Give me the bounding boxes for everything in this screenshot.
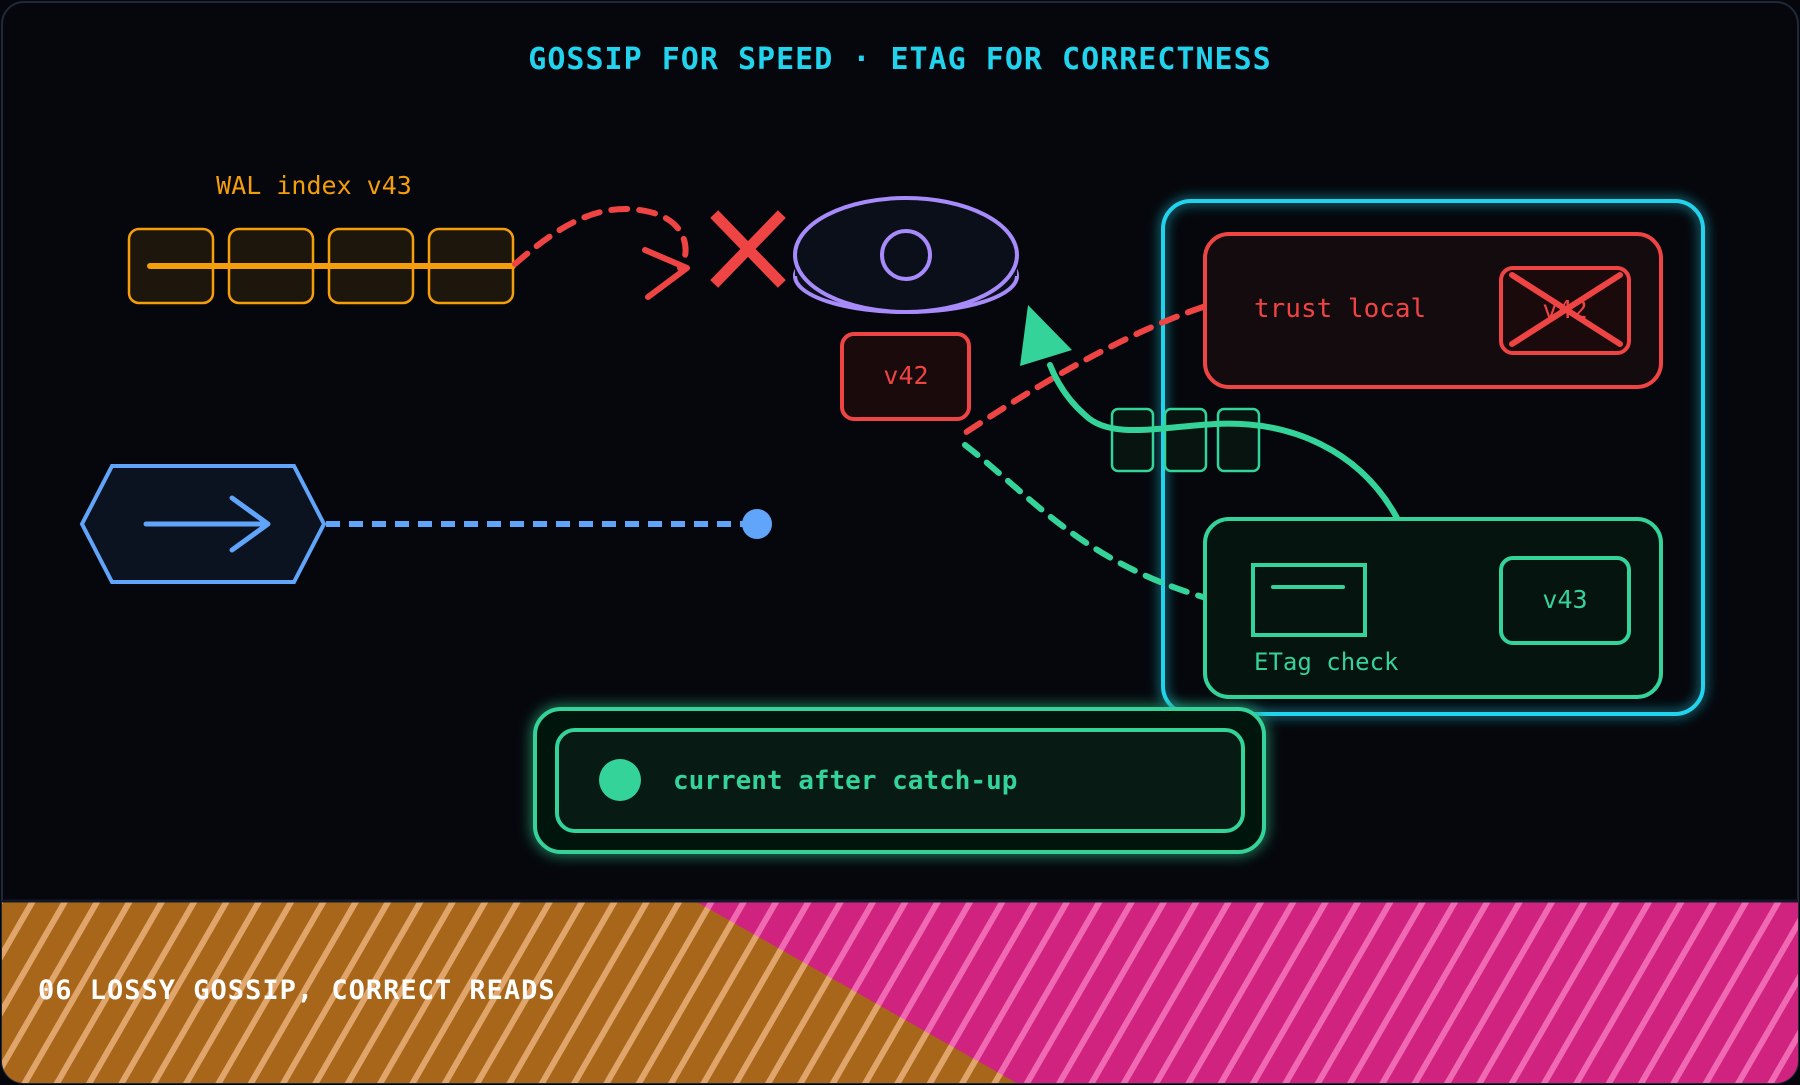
footer-label: 06 LOSSY GOSSIP, CORRECT READS: [38, 975, 556, 1006]
footer-band: [2, 899, 1798, 1083]
diagram-title: GOSSIP FOR SPEED · ETAG FOR CORRECTNESS: [528, 42, 1271, 77]
catch-up-path: [1047, 362, 1400, 521]
etag-version: v43: [1542, 585, 1587, 614]
etag-card-icon: [1251, 563, 1367, 637]
store-version: v42: [883, 361, 928, 390]
stale-cross-icon: [1509, 272, 1623, 347]
etag-read-path: [962, 442, 1206, 600]
reader-panel: [1161, 199, 1705, 716]
etag-version-badge: [1499, 556, 1631, 645]
arrow-right-hexagon-icon[interactable]: [79, 464, 327, 584]
trust-local-label: trust local: [1254, 294, 1426, 324]
store-version-badge: [840, 332, 971, 421]
result-inner: [555, 728, 1245, 833]
status-dot-icon: [599, 759, 641, 801]
etag-check-label: ETag check: [1254, 648, 1399, 676]
fetch-segments-icon: [1110, 407, 1261, 473]
result-label: current after catch-up: [673, 766, 1017, 796]
wal-segments-icon: [127, 227, 516, 305]
read-endpoint-dot: [742, 509, 772, 539]
wal-label: WAL index v43: [216, 171, 412, 200]
catch-up-arrowhead: [1020, 305, 1072, 366]
cross-icon: [710, 210, 786, 288]
disk-icon: [793, 196, 1019, 314]
trust-local-read-path: [962, 304, 1206, 436]
failed-gossip-path: [512, 206, 690, 300]
